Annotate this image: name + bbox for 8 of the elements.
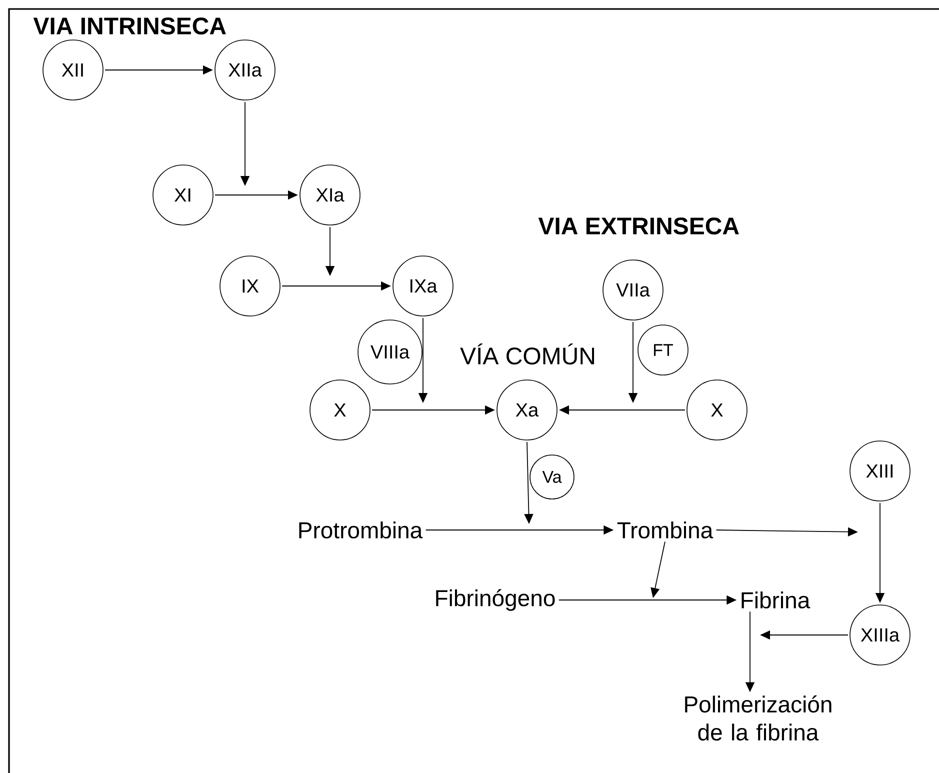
molecule-label: Protrombina: [299, 522, 423, 538]
product-label: Polimerización de la fibrina: [685, 695, 832, 741]
pathway-heading: VIA INTRINSECA: [33, 18, 226, 34]
pathway-heading: VIA EXTRINSECA: [538, 218, 739, 234]
pathway-label: VÍA COMÚN: [460, 343, 594, 365]
molecule-label: Fibrinógeno: [436, 589, 555, 611]
molecule-label: Fibrina: [742, 592, 810, 608]
molecule-label: Trombina: [617, 522, 714, 538]
